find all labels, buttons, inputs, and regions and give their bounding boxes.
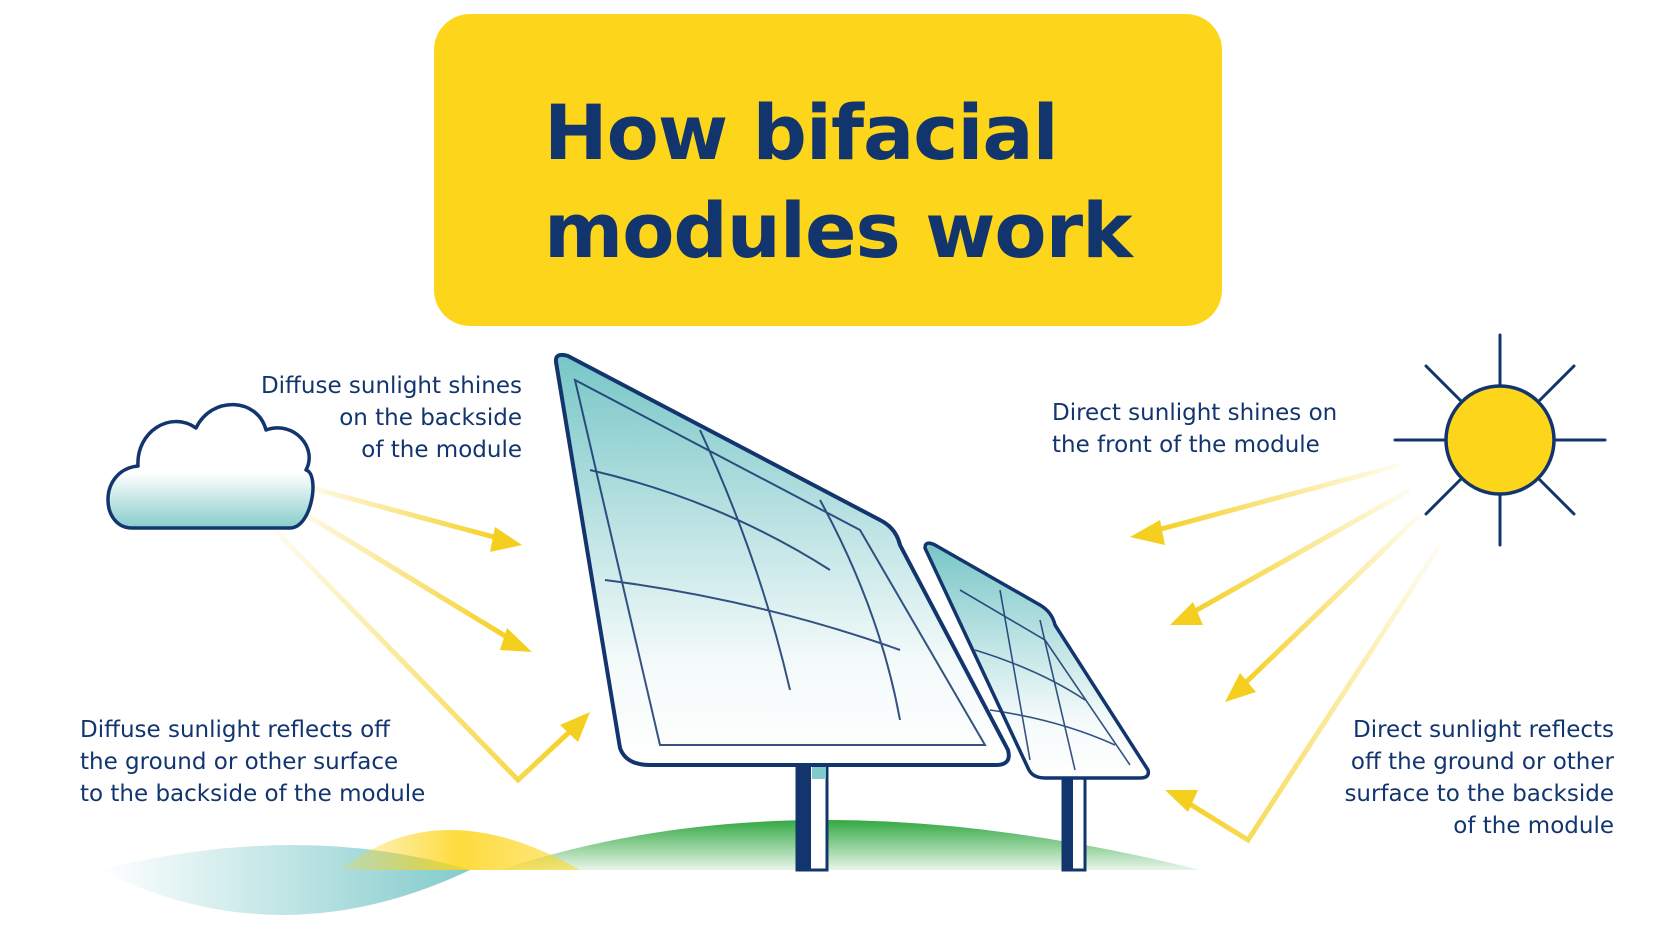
caption-line: Diffuse sunlight reflects off bbox=[80, 717, 391, 743]
caption-line: to the backside of the module bbox=[80, 781, 426, 807]
caption-direct-front: Direct sunlight shines on the front of t… bbox=[1052, 397, 1382, 461]
caption-line: off the ground or other bbox=[1350, 749, 1614, 775]
solar-panel-large bbox=[553, 352, 1011, 872]
diffuse-rays bbox=[268, 482, 582, 784]
caption-line: Direct sunlight shines on bbox=[1052, 400, 1338, 426]
sun-icon bbox=[1393, 333, 1607, 547]
title-line-1: How bifacial bbox=[544, 88, 1059, 177]
cloud-icon bbox=[106, 402, 315, 530]
page-title: How bifacial modules work bbox=[544, 84, 1133, 280]
caption-diffuse-reflect: Diffuse sunlight reflects off the ground… bbox=[80, 714, 510, 810]
title-banner: How bifacial modules work bbox=[434, 14, 1222, 326]
diffuse-arrowheads bbox=[490, 527, 590, 742]
solar-panel-small bbox=[923, 541, 1151, 872]
direct-arrowheads bbox=[1130, 520, 1256, 812]
caption-direct-reflect: Direct sunlight reflects off the ground … bbox=[1262, 714, 1614, 842]
caption-line: on the backside bbox=[339, 405, 522, 431]
caption-line: Direct sunlight reflects bbox=[1353, 717, 1614, 743]
caption-line: Diffuse sunlight shines bbox=[260, 373, 522, 399]
caption-diffuse-backside: Diffuse sunlight shines on the backside … bbox=[170, 370, 522, 466]
caption-line: the ground or other surface bbox=[80, 749, 399, 775]
caption-line: of the module bbox=[361, 437, 522, 463]
caption-line: surface to the backside bbox=[1344, 781, 1614, 807]
direct-rays bbox=[1149, 462, 1443, 844]
caption-line: the front of the module bbox=[1052, 432, 1320, 458]
caption-line: of the module bbox=[1453, 813, 1614, 839]
ground-hill bbox=[100, 820, 1200, 915]
title-line-2: modules work bbox=[544, 186, 1133, 275]
